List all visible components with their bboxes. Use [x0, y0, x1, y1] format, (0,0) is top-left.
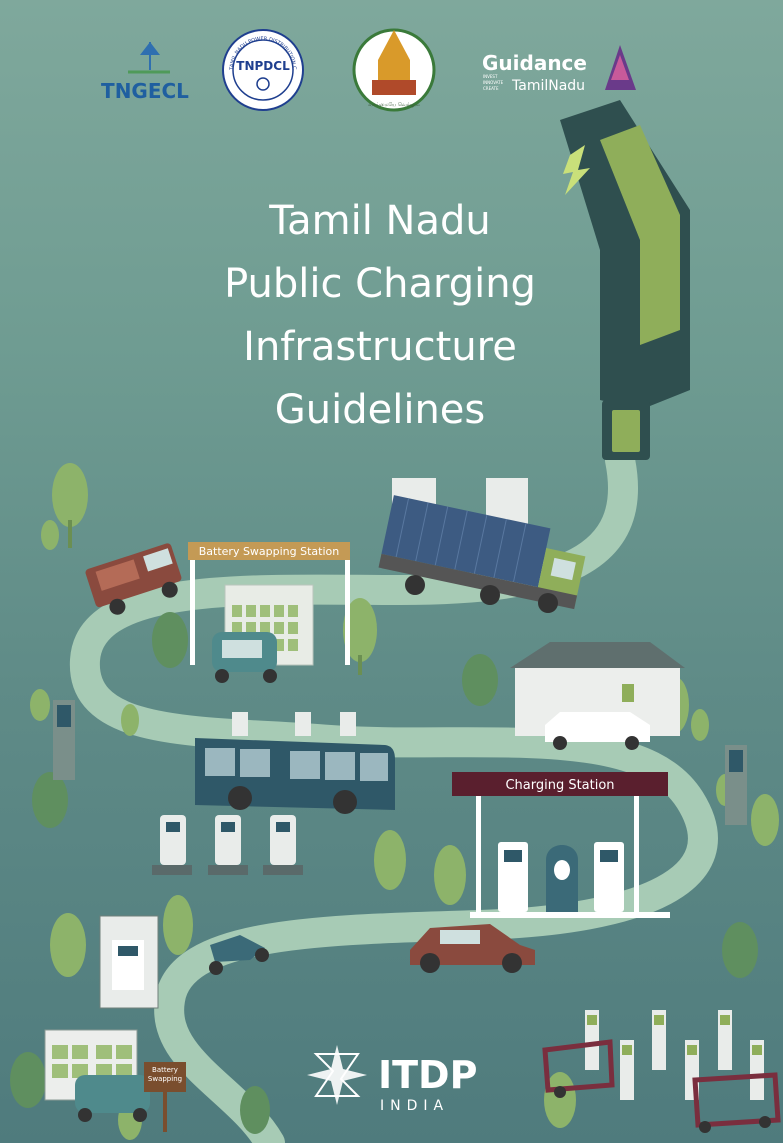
- charging-station: [452, 772, 670, 918]
- title-line-3: Infrastructure: [243, 324, 517, 370]
- guidance-logo-text: Guidance: [482, 51, 587, 75]
- itdp-india-text: INDIA: [380, 1098, 449, 1114]
- tngecl-logo: TNGECL: [101, 42, 189, 103]
- tngecl-logo-text: TNGECL: [101, 79, 189, 103]
- charging-plug-icon: [560, 100, 690, 460]
- guidance-tag-invest: INVEST: [483, 74, 498, 79]
- charging-station-sign: Charging Station: [505, 778, 614, 793]
- battery-cabinet: [99, 915, 159, 1009]
- tn-emblem-caption: வாய்மையே வெல்லும்: [368, 102, 420, 108]
- itdp-logo: ITDP INDIA: [307, 1045, 477, 1114]
- document-title: Tamil Nadu Public Charging Infrastructur…: [170, 190, 590, 442]
- battery-swapping-station: [188, 542, 350, 683]
- title-line-1: Tamil Nadu: [269, 198, 491, 244]
- guidance-sub-text: TamilNadu: [511, 78, 585, 94]
- itdp-logo-text: ITDP: [378, 1053, 477, 1097]
- title-line-4: Guidelines: [274, 387, 486, 433]
- tnpdcl-logo-text: TNPDCL: [236, 59, 290, 73]
- title-line-2: Public Charging: [224, 261, 536, 307]
- trees: [10, 463, 779, 1140]
- pole-chargers: [53, 700, 747, 825]
- truck: [378, 478, 586, 613]
- guidance-tag-create: CREATE: [483, 86, 499, 91]
- guidance-tag-innovate: INNOVATE: [483, 80, 504, 85]
- battery-swapping-small-sign-line2: Swapping: [148, 1075, 182, 1083]
- battery-swapping-sign: Battery Swapping Station: [199, 545, 340, 558]
- scooter: [209, 935, 269, 975]
- bottom-right-chargers: [542, 1010, 781, 1133]
- car: [410, 924, 535, 973]
- tamil-nadu-emblem: வாய்மையே வெல்லும்: [352, 28, 436, 112]
- house: [510, 642, 685, 750]
- battery-swapping-small-sign-line1: Battery: [152, 1066, 178, 1074]
- charger-row: [152, 815, 303, 875]
- van: [85, 543, 182, 615]
- guidance-tamilnadu-logo: Guidance INVEST INNOVATE CREATE TamilNad…: [482, 45, 636, 94]
- bottom-left-swap-station: [44, 1029, 186, 1132]
- bus: [195, 712, 395, 814]
